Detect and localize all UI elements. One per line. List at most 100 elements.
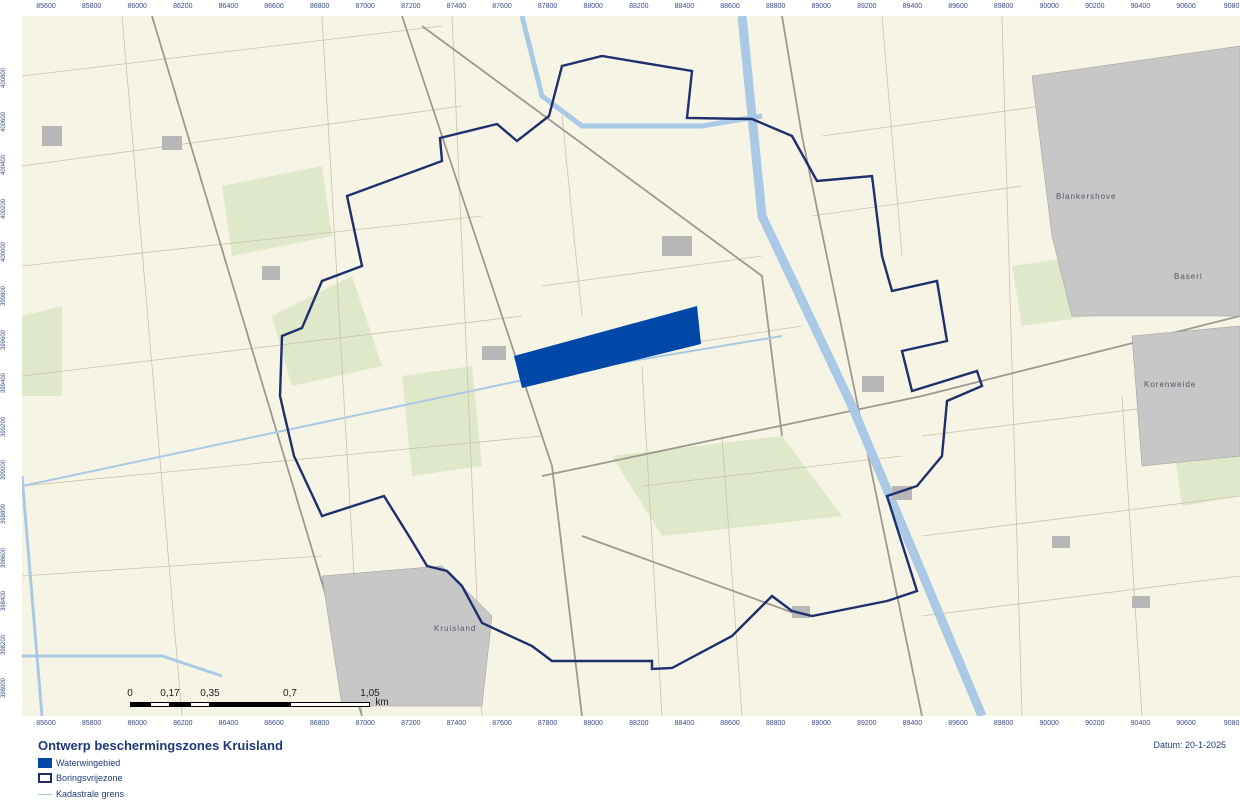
place-label-blankershove: Blankershove: [1056, 192, 1117, 201]
y-tick-label: 398000: [1, 678, 7, 699]
x-tick-label: 85800: [81, 3, 102, 10]
x-tick-label: 89000: [811, 3, 831, 10]
farm-buildings: [42, 126, 1150, 618]
legend-label: Waterwingebied: [56, 758, 121, 768]
map-date: Datum: 20-1-2025: [1153, 740, 1226, 750]
y-tick-label: 398800: [1, 503, 7, 524]
y-tick-label: 399000: [1, 460, 7, 481]
x-tick-label: 87600: [492, 3, 512, 10]
place-label-baseri: Baseri: [1174, 272, 1203, 281]
x-tick-label: 88600: [720, 720, 740, 727]
x-tick-label: 85600: [36, 720, 56, 727]
place-label-korenweide: Korenweide: [1144, 380, 1197, 389]
y-tick-label: 400200: [1, 198, 7, 219]
legend-label: Boringsvrijezone: [56, 773, 123, 783]
x-tick-label: 86000: [127, 720, 147, 727]
scale-bar: 0 0,17 0,35 0,7 1,05 km: [127, 688, 388, 708]
x-tick-label: 88400: [674, 720, 695, 727]
y-tick-label: 399200: [1, 416, 7, 437]
map-title: Ontwerp beschermingszones Kruisland: [38, 738, 283, 753]
x-tick-label: 88800: [765, 720, 786, 727]
legend-item-kadastrale-grens: Kadastrale grens: [38, 788, 124, 800]
scale-segment: [130, 702, 150, 707]
x-tick-label: 90200: [1085, 720, 1105, 727]
x-tick-label: 86200: [173, 3, 193, 10]
x-tick-label: 87000: [355, 3, 375, 10]
x-tick-label: 87400: [446, 3, 467, 10]
x-tick-label: 87400: [446, 720, 467, 727]
scale-segment: [150, 702, 170, 707]
map-frame[interactable]: Kruisland Blankershove Korenweide Baseri…: [22, 16, 1240, 716]
x-tick-label: 86400: [218, 3, 239, 10]
y-tick-label: 400600: [1, 111, 7, 132]
x-tick-label: 89400: [902, 3, 923, 10]
scale-label-4: 1,05: [360, 688, 380, 699]
y-tick-label: 399600: [1, 329, 7, 350]
y-tick-label: 399800: [1, 285, 7, 306]
y-tick-label: 399400: [1, 373, 7, 394]
x-tick-label: 90200: [1085, 3, 1105, 10]
x-tick-label: 86600: [264, 3, 284, 10]
legend-swatch-waterwingebied: [38, 758, 52, 768]
y-tick-label: 398200: [1, 634, 7, 655]
x-tick-label: 90400: [1130, 720, 1151, 727]
x-tick-label: 89200: [857, 720, 877, 727]
x-tick-label: 89800: [993, 3, 1014, 10]
x-tick-label: 88800: [765, 3, 786, 10]
boringsvrijezone-boundary: [278, 54, 984, 671]
x-tick-label: 9080: [1223, 3, 1240, 10]
map-canvas[interactable]: [22, 16, 1240, 716]
x-tick-label: 90600: [1176, 720, 1196, 727]
y-tick-label: 398400: [1, 591, 7, 612]
x-tick-label: 86400: [218, 720, 239, 727]
x-tick-label: 90400: [1130, 3, 1151, 10]
y-tick-label: 400000: [1, 242, 7, 263]
scale-unit: km: [375, 697, 389, 708]
scale-label-3: 0,7: [283, 688, 297, 699]
x-tick-label: 87000: [355, 720, 375, 727]
y-tick-label: 398600: [1, 547, 7, 568]
x-tick-label: 87800: [537, 3, 558, 10]
waterwingebied-area: [514, 306, 701, 388]
x-tick-label: 86800: [309, 3, 330, 10]
x-tick-label: 90600: [1176, 3, 1196, 10]
x-tick-label: 88400: [674, 3, 695, 10]
y-tick-label: 400800: [1, 67, 7, 88]
x-tick-label: 89600: [948, 720, 968, 727]
y-tick-label: 400400: [1, 155, 7, 176]
scale-label-2: 0,35: [200, 688, 220, 699]
x-tick-label: 88600: [720, 3, 740, 10]
x-tick-label: 86800: [309, 720, 330, 727]
x-tick-label: 88200: [629, 720, 649, 727]
x-tick-label: 87600: [492, 720, 512, 727]
x-tick-label: 89800: [993, 720, 1014, 727]
x-tick-label: 88000: [583, 720, 603, 727]
scale-label-1: 0,17: [160, 688, 180, 699]
built-up-areas: [321, 45, 1240, 707]
x-tick-label: 89400: [902, 720, 923, 727]
x-tick-label: 86000: [127, 3, 147, 10]
x-tick-label: 85800: [81, 720, 102, 727]
x-tick-label: 89200: [857, 3, 877, 10]
scale-segment: [170, 702, 190, 707]
x-tick-label: 87200: [401, 3, 421, 10]
x-tick-label: 85600: [36, 3, 56, 10]
legend-item-waterwingebied: Waterwingebied: [38, 757, 120, 769]
legend-item-boringsvrijezone: Boringsvrijezone: [38, 772, 123, 784]
x-tick-label: 89600: [948, 3, 968, 10]
x-tick-label: 89000: [811, 720, 831, 727]
place-label-kruisland: Kruisland: [434, 624, 477, 633]
x-tick-label: 88000: [583, 3, 603, 10]
scale-segment: [210, 702, 290, 707]
map-background: [22, 16, 1240, 716]
scale-segment: [190, 702, 210, 707]
x-tick-label: 86200: [173, 720, 193, 727]
x-tick-label: 86600: [264, 720, 284, 727]
legend-swatch-boringsvrijezone: [38, 773, 52, 783]
x-tick-label: 90000: [1039, 3, 1059, 10]
x-tick-label: 90000: [1039, 720, 1059, 727]
scale-segment: [290, 702, 370, 707]
x-tick-label: 88200: [629, 3, 649, 10]
legend-label: Kadastrale grens: [56, 789, 125, 799]
x-tick-label: 87200: [401, 720, 421, 727]
